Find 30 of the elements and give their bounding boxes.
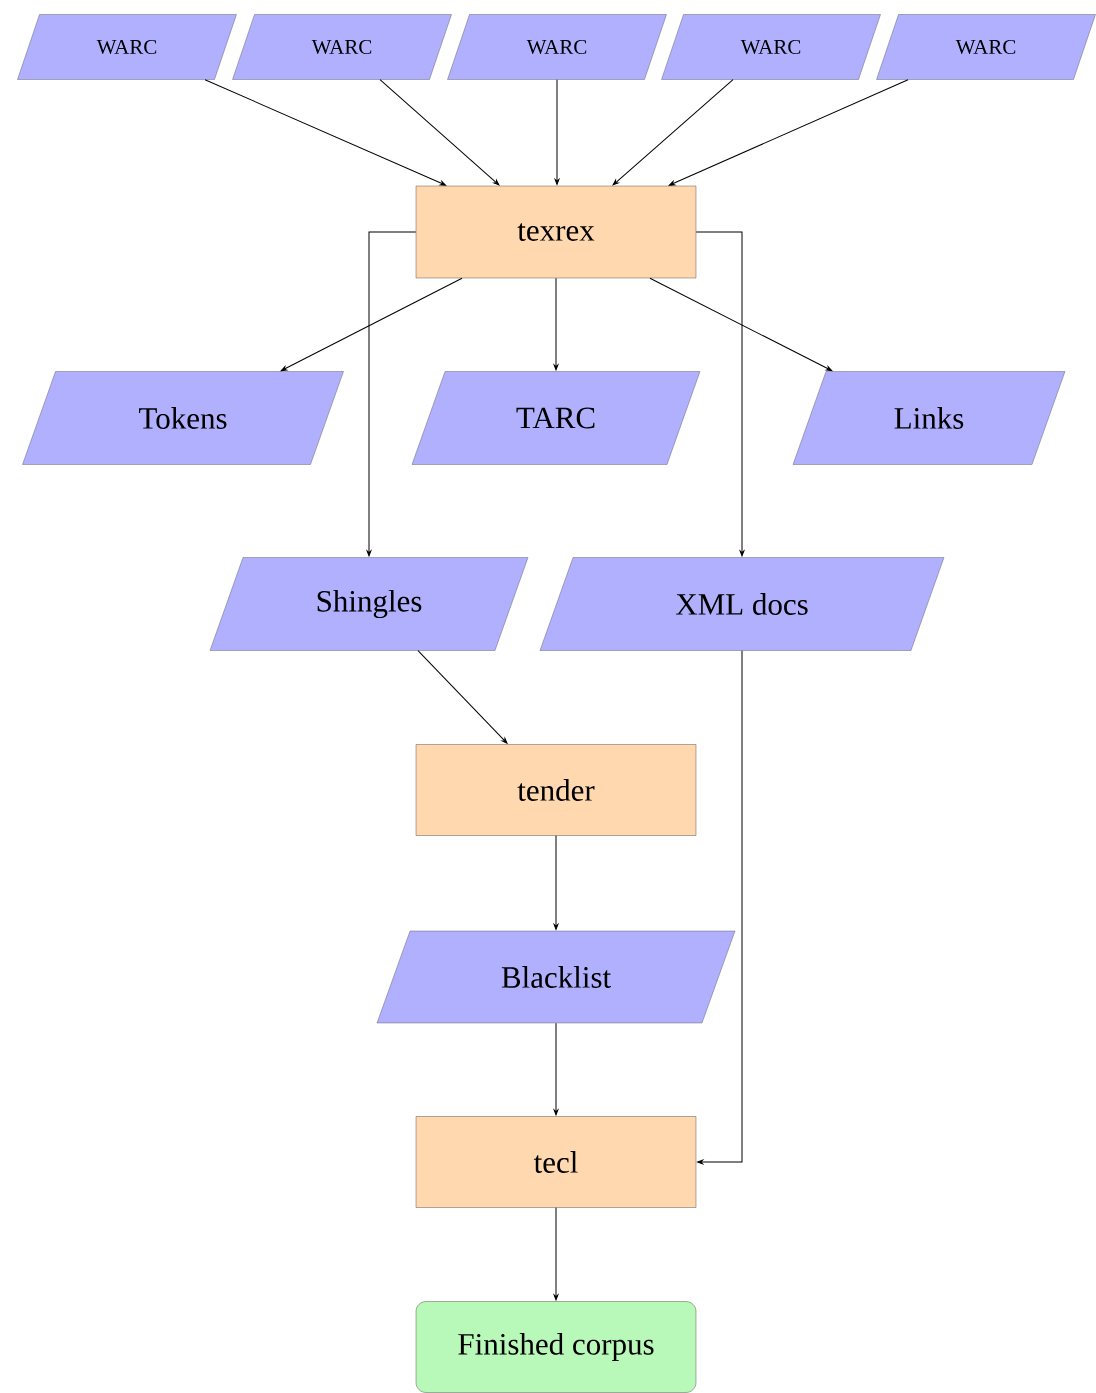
arrow xyxy=(280,277,463,372)
data-parallelogram: WARC xyxy=(661,14,881,80)
arrow xyxy=(204,79,447,186)
arrow xyxy=(697,650,743,1165)
arrow xyxy=(649,277,833,372)
data-parallelogram: XML docs xyxy=(539,557,945,651)
process-box: texrex xyxy=(415,185,697,279)
data-parallelogram: WARC xyxy=(232,14,452,80)
arrow xyxy=(668,79,909,186)
arrow xyxy=(612,79,734,186)
arrow xyxy=(553,1022,559,1116)
arrow xyxy=(553,1207,559,1301)
data-parallelogram: WARC xyxy=(876,14,1096,80)
arrow xyxy=(695,231,745,557)
process-box: tender xyxy=(415,744,697,836)
data-parallelogram: Tokens xyxy=(22,371,344,465)
data-parallelogram: Links xyxy=(792,371,1066,465)
data-parallelogram: TARC xyxy=(411,371,701,465)
data-parallelogram: Shingles xyxy=(209,557,529,651)
data-parallelogram: WARC xyxy=(17,14,237,80)
arrow xyxy=(554,79,560,185)
data-parallelogram: Blacklist xyxy=(376,930,736,1024)
process-box: tecl xyxy=(415,1116,697,1208)
arrow xyxy=(366,231,417,557)
data-parallelogram: WARC xyxy=(447,14,667,80)
terminal-box: Finished corpus xyxy=(415,1301,697,1393)
arrow xyxy=(553,835,559,930)
arrow xyxy=(553,277,559,371)
arrow xyxy=(379,79,500,186)
arrow xyxy=(417,650,508,744)
